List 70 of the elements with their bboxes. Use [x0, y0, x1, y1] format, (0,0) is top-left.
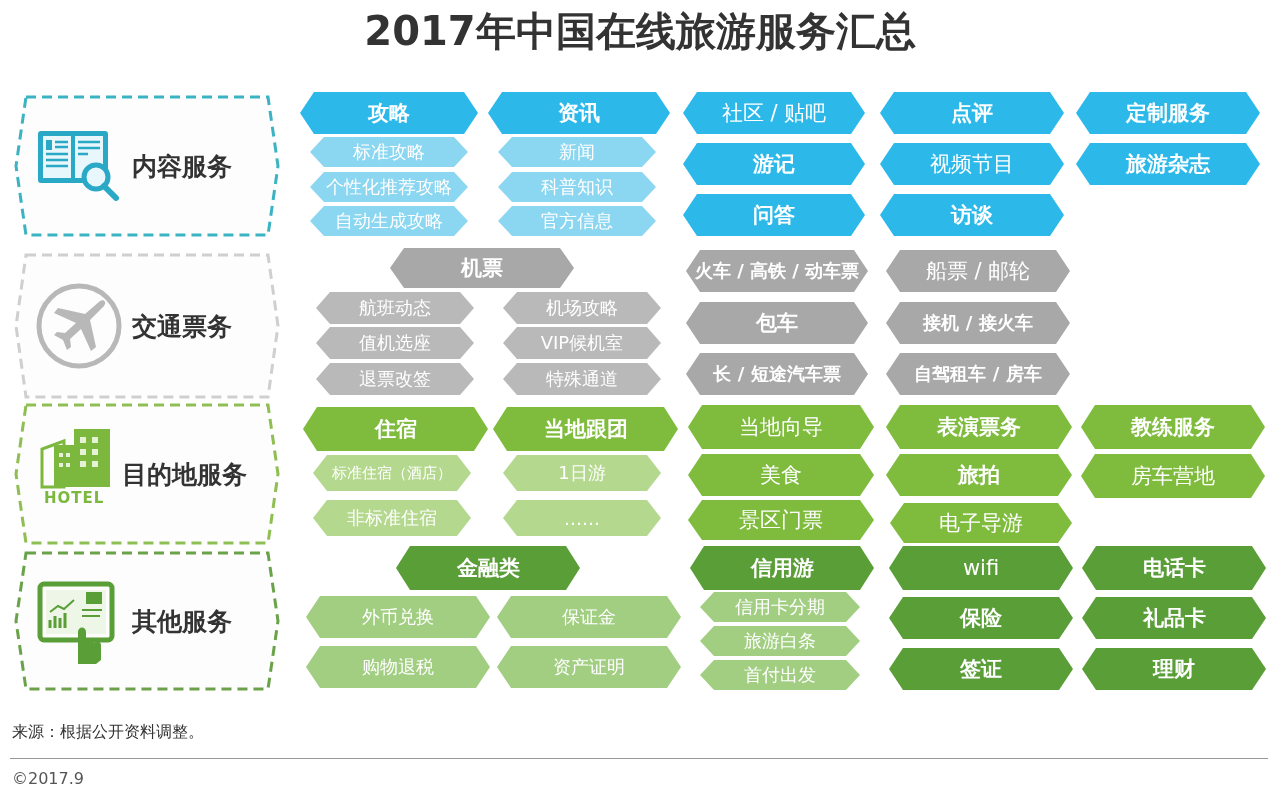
- category-tag: 礼品卡: [1082, 597, 1266, 639]
- service-tag: 船票 / 邮轮: [886, 250, 1070, 292]
- service-tag: 美食: [688, 454, 874, 496]
- category-tag: 火车 / 高铁 / 动车票: [686, 250, 868, 292]
- service-tag: 当地向导: [688, 405, 874, 449]
- category-tag: 点评: [880, 92, 1064, 134]
- category-tag: 接机 / 接火车: [886, 302, 1070, 344]
- service-tag: wifi: [889, 546, 1073, 590]
- category-tag: 金融类: [396, 546, 580, 590]
- sub-service-tag: 官方信息: [498, 206, 656, 236]
- icon-caption: HOTEL: [44, 489, 105, 507]
- category-panel: [14, 403, 280, 545]
- sub-service-tag: 资产证明: [497, 646, 681, 688]
- diagram-title: 2017年中国在线旅游服务汇总: [363, 7, 917, 56]
- service-tag: 房车营地: [1081, 454, 1265, 498]
- category-tag: 表演票务: [886, 405, 1072, 449]
- sub-service-tag: 退票改签: [316, 363, 474, 395]
- sub-service-tag: 机场攻略: [503, 292, 661, 324]
- sub-service-tag: 值机选座: [316, 327, 474, 359]
- category-panel: [14, 551, 280, 691]
- service-tag: 社区 / 贴吧: [683, 92, 865, 134]
- category-label: 交通票务: [132, 311, 232, 343]
- category-panel: [14, 95, 280, 237]
- copyright-text: ©2017.9: [12, 769, 84, 788]
- sub-service-tag: 航班动态: [316, 292, 474, 324]
- category-tag: 电话卡: [1082, 546, 1266, 590]
- category-tag: 自驾租车 / 房车: [886, 353, 1070, 395]
- sub-service-tag: 保证金: [497, 596, 681, 638]
- sub-service-tag: 1日游: [503, 455, 661, 491]
- service-tag: 景区门票: [688, 500, 874, 540]
- category-tag: 教练服务: [1081, 405, 1265, 449]
- sub-service-tag: 新闻: [498, 137, 656, 167]
- category-tag: 旅拍: [886, 454, 1072, 496]
- sub-service-tag: 非标准住宿: [313, 500, 471, 536]
- category-panel: [14, 253, 280, 399]
- category-tag: 游记: [683, 143, 865, 185]
- category-label: 内容服务: [132, 151, 232, 183]
- category-label: 其他服务: [132, 606, 232, 638]
- sub-service-tag: ……: [503, 500, 661, 536]
- service-tag: 视频节目: [880, 143, 1064, 185]
- sub-service-tag: 个性化推荐攻略: [310, 172, 468, 202]
- category-tag: 定制服务: [1076, 92, 1260, 134]
- sub-service-tag: 自动生成攻略: [310, 206, 468, 236]
- sub-service-tag: 标准攻略: [310, 137, 468, 167]
- sub-service-tag: 首付出发: [700, 660, 860, 690]
- category-tag: 包车: [686, 302, 868, 344]
- category-tag: 长 / 短途汽车票: [686, 353, 868, 395]
- category-label: 目的地服务: [122, 459, 247, 491]
- sub-service-tag: 特殊通道: [503, 363, 661, 395]
- category-tag: 理财: [1082, 648, 1266, 690]
- sub-service-tag: 购物退税: [306, 646, 490, 688]
- category-tag: 攻略: [300, 92, 478, 134]
- category-tag: 机票: [390, 248, 574, 288]
- category-tag: 签证: [889, 648, 1073, 690]
- category-tag: 旅游杂志: [1076, 143, 1260, 185]
- category-tag: 保险: [889, 597, 1073, 639]
- sub-service-tag: 外币兑换: [306, 596, 490, 638]
- category-tag: 信用游: [690, 546, 874, 590]
- service-tag: 电子导游: [890, 503, 1072, 543]
- category-tag: 访谈: [880, 194, 1064, 236]
- category-tag: 当地跟团: [493, 407, 678, 451]
- sub-service-tag: VIP候机室: [503, 327, 661, 359]
- sub-service-tag: 信用卡分期: [700, 592, 860, 622]
- category-tag: 问答: [683, 194, 865, 236]
- source-note: 来源：根据公开资料调整。: [12, 722, 204, 743]
- sub-service-tag: 科普知识: [498, 172, 656, 202]
- category-tag: 资讯: [488, 92, 670, 134]
- sub-service-tag: 旅游白条: [700, 626, 860, 656]
- category-tag: 住宿: [303, 407, 488, 451]
- sub-service-tag: 标准住宿（酒店）: [313, 455, 471, 491]
